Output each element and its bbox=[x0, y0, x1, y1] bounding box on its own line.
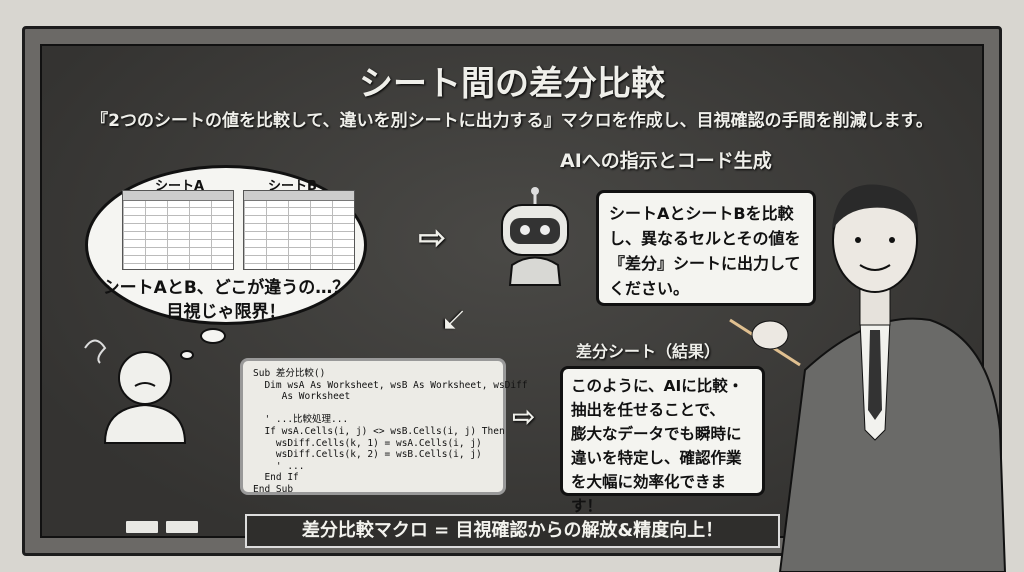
page-title: シート間の差分比較 bbox=[359, 64, 665, 104]
thought-dot bbox=[180, 350, 194, 360]
robot-icon bbox=[501, 187, 569, 286]
subtitle: 『2つのシートの値を比較して、違いを別シートに出力する』マクロを作成し、目視確認… bbox=[91, 111, 933, 131]
confused-person-icon bbox=[84, 339, 187, 444]
arrow-right-icon: ⇨ bbox=[512, 400, 536, 433]
prompt-line: シートAとシートBを比較 bbox=[609, 204, 794, 223]
result-line: このように、AIに比較・ bbox=[571, 377, 744, 395]
thought-line: 目視じゃ限界！ bbox=[166, 302, 286, 322]
result-line: 抽出を任せることで、 bbox=[571, 401, 725, 419]
prompt-line: ください。 bbox=[609, 279, 690, 298]
thought-line: シートAとB、どこが違うの…？ bbox=[102, 278, 350, 298]
code-line: As Worksheet bbox=[253, 391, 351, 403]
spreadsheet-a bbox=[122, 190, 234, 270]
code-line: ' ... bbox=[253, 460, 305, 472]
result-bubble: このように、AIに比較・ 抽出を任せることで、 膨大なデータでも瞬時に 違いを特… bbox=[560, 366, 765, 515]
presenter-illustration bbox=[729, 184, 1007, 572]
chalk-eraser bbox=[125, 520, 159, 534]
code-line: If wsA.Cells(i, j) <> wsB.Cells(i, j) Th… bbox=[253, 425, 505, 437]
thought-text: シートAとB、どこが違うの…？ 目視じゃ限界！ bbox=[100, 276, 352, 324]
code-line: wsDiff.Cells(k, 2) = wsB.Cells(i, j) bbox=[253, 449, 482, 461]
ai-section-heading: AIへの指示とコード生成 bbox=[560, 150, 772, 172]
ai-prompt-bubble: シートAとシートBを比較 し、異なるセルとその値を 『差分』シートに出力して く… bbox=[596, 190, 816, 306]
vba-code-block: Sub 差分比較() Dim wsA As Worksheet, wsB As … bbox=[240, 358, 528, 495]
prompt-line: し、異なるセルとその値を bbox=[609, 229, 801, 248]
prompt-line: 『差分』シートに出力して bbox=[609, 254, 801, 273]
thought-dot bbox=[200, 328, 226, 344]
code-line: ' ...比較処理... bbox=[253, 414, 349, 426]
code-line: Sub 差分比較() bbox=[253, 368, 326, 379]
spreadsheet-b bbox=[243, 190, 355, 270]
code-line: Dim wsA As Worksheet, wsB As Worksheet, … bbox=[253, 379, 528, 391]
result-line: 違いを特定し、確認作業 bbox=[571, 449, 742, 467]
code-line: End If bbox=[253, 472, 299, 484]
code-line bbox=[253, 403, 493, 415]
code-line: End Sub bbox=[253, 483, 294, 495]
code-line: wsDiff.Cells(k, 1) = wsA.Cells(i, j) bbox=[253, 437, 482, 449]
result-line: を大幅に効率化できます！ bbox=[571, 473, 727, 515]
result-heading: 差分シート（結果） bbox=[576, 342, 721, 361]
chalk-eraser bbox=[165, 520, 199, 534]
summary-banner: 差分比較マクロ = 目視確認からの解放&精度向上！ bbox=[245, 514, 780, 548]
result-line: 膨大なデータでも瞬時に bbox=[571, 425, 742, 443]
arrow-right-icon: ⇨ bbox=[418, 218, 447, 258]
